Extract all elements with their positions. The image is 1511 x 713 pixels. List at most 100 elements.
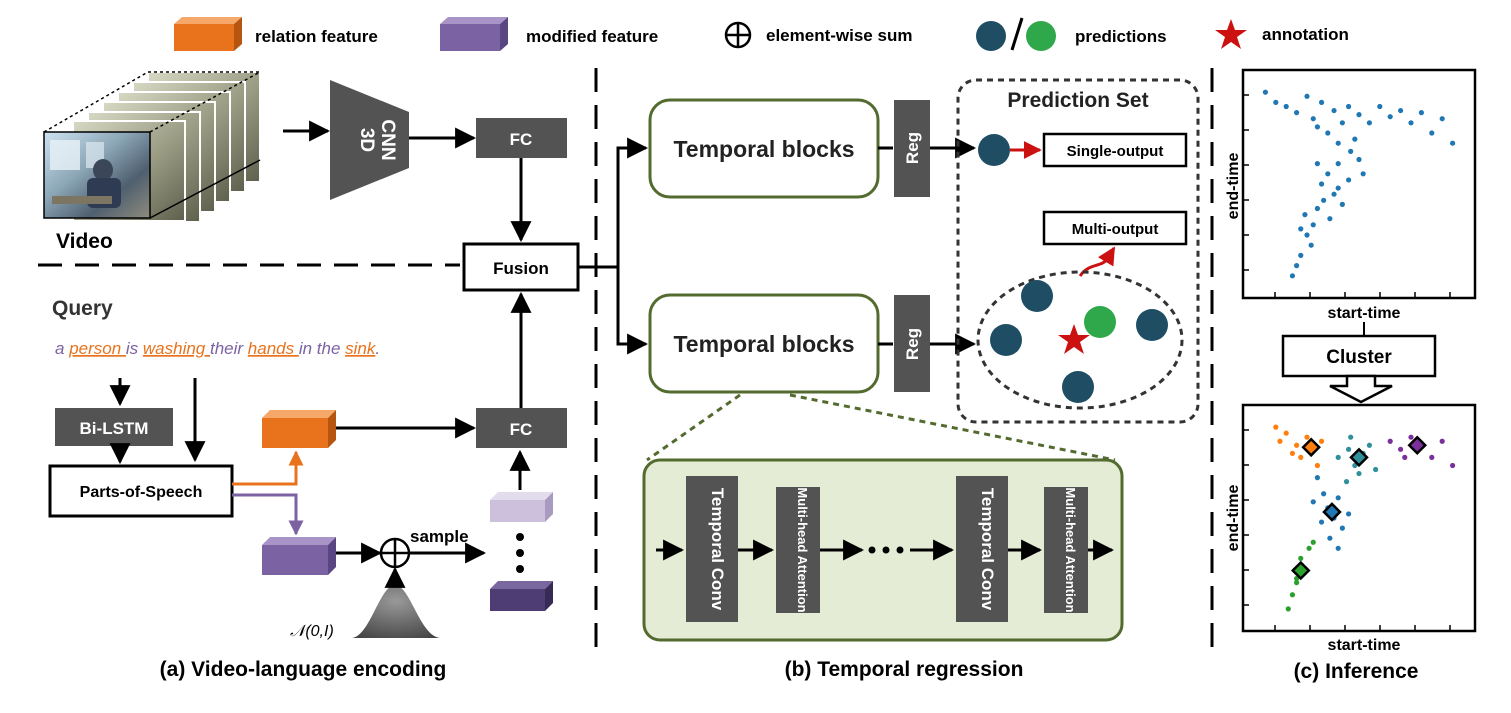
scatter-point — [1366, 442, 1372, 448]
scatter-point — [1310, 499, 1316, 505]
scatter-point — [1352, 136, 1358, 142]
scatter-point — [1289, 273, 1296, 279]
scatter-point — [1348, 434, 1354, 440]
scatter-point — [1373, 466, 1379, 473]
cluster-center-marker — [1301, 437, 1321, 458]
scatter-point — [1366, 120, 1372, 126]
scatter-point — [1439, 116, 1445, 122]
bilstm-label: Bi-LSTM — [80, 419, 149, 438]
scatter-point — [1387, 438, 1393, 444]
scatter-point — [1283, 430, 1289, 436]
scatter-point — [1346, 446, 1352, 452]
temporal-blocks-bottom-label: Temporal blocks — [673, 331, 854, 357]
reg-bottom-label: Reg — [903, 328, 922, 360]
scatter-point — [1327, 216, 1333, 222]
query-word: hands — [248, 339, 299, 358]
best-prediction-dot — [1084, 306, 1116, 338]
scatter-point — [1310, 116, 1316, 122]
scatter-point — [1306, 545, 1312, 551]
scatter-point — [1377, 103, 1383, 110]
scatter-point — [1321, 491, 1327, 497]
scatter-point — [1273, 99, 1279, 105]
relation-feature-legend-label: relation feature — [255, 27, 378, 46]
multi-output-box — [1042, 210, 1188, 246]
temporal-conv-block-2 — [956, 476, 1008, 622]
scatter-point — [1273, 424, 1279, 430]
parts-of-speech-block — [48, 464, 234, 518]
bilstm-block — [55, 408, 173, 446]
query-word: a — [55, 339, 69, 358]
scatter-point — [1294, 263, 1300, 269]
legend: relation feature modified feature elemen… — [174, 17, 1349, 51]
scatter-point — [1398, 107, 1404, 114]
scatter-point — [1277, 438, 1283, 444]
scatter-bottom-ylabel: end-time — [1225, 485, 1242, 552]
annotation-star-icon — [1058, 324, 1090, 354]
sampled-feature-top — [490, 492, 553, 522]
relation-feature-legend-swatch — [174, 17, 242, 51]
cluster-center-marker — [1407, 435, 1428, 456]
scatter-point — [1262, 89, 1268, 95]
video-front-frame — [43, 131, 151, 219]
scatter-point — [1356, 470, 1362, 477]
sample-label: sample — [410, 527, 469, 546]
scatter-point — [1335, 161, 1341, 167]
element-wise-sum-legend-label: element-wise sum — [766, 26, 912, 45]
attention-block-2 — [1044, 487, 1088, 613]
query-word: . — [375, 339, 380, 358]
query-word: washing — [143, 339, 210, 358]
scatter-plot-top — [1241, 68, 1477, 300]
reg-top-label: Reg — [903, 132, 922, 164]
query-word: is — [126, 339, 143, 358]
scatter-top-points — [1262, 89, 1456, 279]
query-sentence: a person is washing their hands in the s… — [55, 339, 380, 358]
cluster-label: Cluster — [1326, 347, 1392, 368]
fc-top-block — [476, 118, 567, 158]
query-word: sink — [345, 339, 377, 358]
gaussian-bell-icon — [352, 585, 440, 638]
modified-feature-block — [262, 537, 336, 575]
element-wise-sum-icon — [724, 21, 752, 49]
fc-top-label: FC — [510, 130, 533, 149]
scatter-point — [1335, 495, 1341, 501]
scatter-point — [1429, 130, 1435, 136]
multi-prediction-dot — [990, 324, 1022, 356]
scatter-top-ylabel: end-time — [1225, 153, 1242, 220]
modified-feature-legend-swatch — [440, 17, 508, 51]
cnn-line1: 3D — [356, 128, 377, 152]
video-label: Video — [56, 230, 113, 253]
scatter-bottom-ticks — [1243, 429, 1451, 631]
annotation-legend-label: annotation — [1262, 25, 1349, 44]
query-word: their — [210, 339, 248, 358]
multi-prediction-dot — [1021, 280, 1053, 312]
reg-bottom-block — [894, 295, 930, 392]
scatter-plot-bottom — [1241, 403, 1477, 633]
scatter-point — [1325, 130, 1331, 136]
multi-prediction-dot — [1136, 309, 1168, 341]
scatter-point — [1321, 197, 1327, 203]
scatter-point — [1304, 232, 1310, 238]
scatter-point — [1318, 438, 1325, 444]
scatter-point — [1289, 450, 1296, 456]
fusion-to-temporal-bottom-arrow — [616, 267, 649, 355]
cluster-center-marker — [1322, 502, 1342, 522]
element-wise-sum-icon — [379, 537, 411, 569]
scatter-point — [1310, 222, 1316, 228]
scatter-point — [1302, 212, 1308, 218]
scatter-point — [1318, 181, 1325, 187]
scatter-point — [1294, 580, 1300, 586]
temporal-conv-label-2: Temporal Conv — [978, 488, 997, 611]
prediction-green-icon — [1026, 21, 1056, 51]
scatter-point — [1314, 161, 1320, 167]
scatter-point — [1439, 438, 1445, 444]
down-arrow-icon — [1329, 374, 1393, 404]
fusion-label: Fusion — [493, 259, 549, 278]
scatter-point — [1429, 454, 1435, 460]
scatter-point — [1346, 511, 1352, 517]
scatter-point — [1335, 454, 1341, 460]
sampled-dots — [516, 533, 524, 573]
normal-distribution-label: 𝒩(0,I) — [290, 623, 334, 640]
cluster-center-marker — [1349, 447, 1369, 468]
scatter-point — [1314, 205, 1320, 212]
